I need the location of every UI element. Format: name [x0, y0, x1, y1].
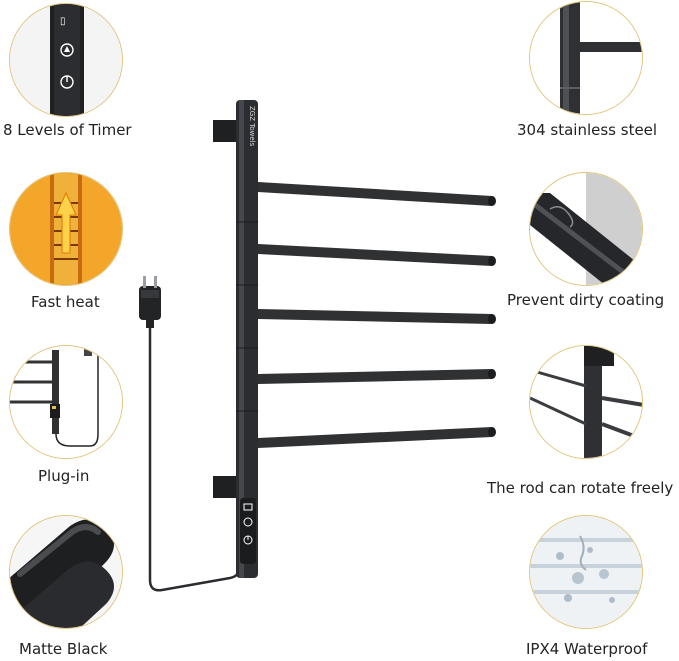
feature-label: The rod can rotate freely — [487, 479, 674, 497]
brand-mark: ZGZ Towels — [248, 106, 256, 147]
feature-label: Prevent dirty coating — [507, 291, 665, 309]
towel-bar — [258, 427, 492, 448]
feature-label: Fast heat — [31, 293, 100, 311]
feature-label: Matte Black — [19, 640, 108, 658]
towel-bar — [258, 309, 492, 324]
timer-panel-icon: ▯ — [9, 3, 123, 117]
plug-in-icon — [9, 345, 123, 459]
heat-button — [243, 517, 253, 527]
power-cord — [148, 325, 242, 592]
rotate-rod-icon — [529, 345, 643, 459]
towel-bars — [258, 182, 496, 448]
towel-bar — [258, 182, 492, 206]
matte-black-icon — [9, 515, 123, 629]
towel-bar — [258, 369, 492, 384]
towel-bar — [258, 244, 492, 266]
main-column — [236, 100, 258, 578]
waterproof-icon — [529, 515, 643, 629]
feature-label: IPX4 Waterproof — [526, 640, 648, 658]
timer-button — [243, 503, 253, 511]
feature-label: Plug-in — [38, 467, 90, 485]
top-wall-bracket — [213, 120, 238, 142]
control-panel — [240, 498, 256, 564]
heat-icon — [9, 172, 123, 286]
power-plug-icon — [139, 276, 161, 328]
svg-text:▯: ▯ — [60, 16, 66, 27]
feature-label: 304 stainless steel — [517, 121, 658, 139]
feature-label: 8 Levels of Timer — [3, 121, 132, 139]
bottom-wall-bracket — [213, 476, 238, 498]
stainless-steel-icon — [529, 1, 643, 115]
